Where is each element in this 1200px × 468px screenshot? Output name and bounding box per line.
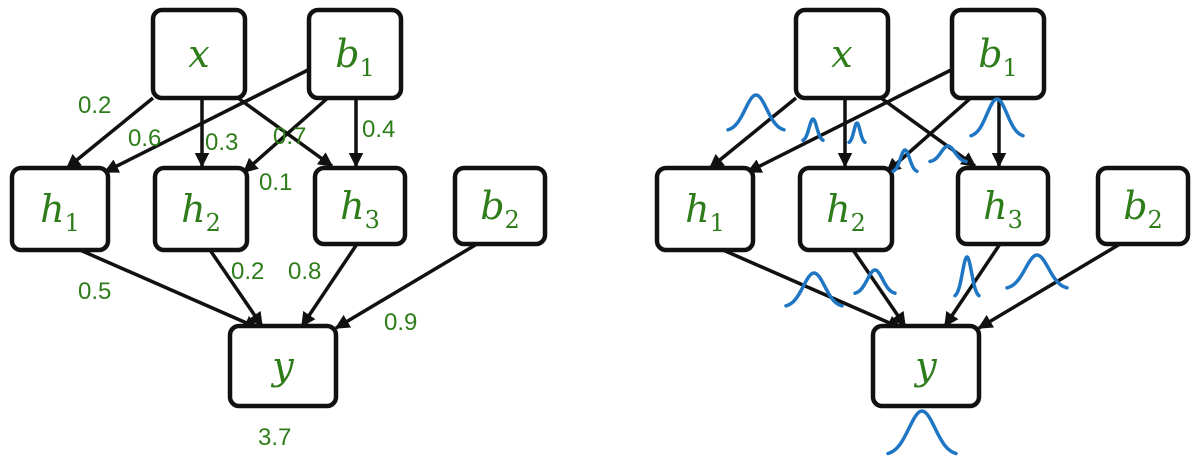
node-x-box bbox=[793, 7, 891, 101]
node-h2-label: h2 bbox=[826, 187, 866, 237]
left-nodes: x b1 h1 h2 h3 b2 y bbox=[9, 7, 548, 409]
left-edge-h1-y bbox=[79, 248, 260, 330]
left-edge-b1-h1 bbox=[103, 66, 313, 174]
node-b2-label: b2 bbox=[480, 184, 520, 234]
node-y-box bbox=[227, 323, 339, 409]
node-h3-label: h3 bbox=[983, 184, 1023, 234]
node-y-label: y bbox=[270, 344, 294, 388]
node-h1: h1 bbox=[654, 165, 756, 253]
distribution-weight-network: x b1 h1 h2 h3 b2 y bbox=[654, 7, 1191, 456]
node-x: x bbox=[793, 7, 891, 101]
node-b2-box bbox=[1095, 165, 1191, 247]
weight-label-b1-h1: 0.6 bbox=[128, 125, 161, 152]
left-edge-h3-y bbox=[300, 243, 359, 328]
node-y-label: y bbox=[913, 344, 937, 388]
node-h2-box bbox=[152, 165, 250, 253]
weight-label-h1-y: 0.5 bbox=[78, 278, 111, 305]
left-edge-x-h1 bbox=[65, 96, 155, 170]
weight-label-x-h3: 0.7 bbox=[273, 123, 306, 150]
node-h2-box bbox=[797, 165, 895, 253]
right-nodes: x b1 h1 h2 h3 b2 y bbox=[654, 7, 1191, 409]
node-h2: h2 bbox=[797, 165, 895, 253]
node-y: y bbox=[227, 323, 339, 409]
node-b2-label: b2 bbox=[1123, 184, 1163, 234]
node-b1-box bbox=[306, 7, 404, 101]
left-edge-b1-h2 bbox=[242, 94, 332, 174]
weight-distribution-icon-b1-h2 bbox=[891, 148, 919, 173]
node-h1-box bbox=[654, 165, 756, 253]
left-weight-labels: 0.2 0.3 0.7 0.6 0.1 0.4 0.5 0.2 0.8 0.9 3.7 bbox=[78, 92, 417, 451]
node-h3: h3 bbox=[955, 165, 1051, 247]
node-h1-label: h1 bbox=[685, 187, 725, 237]
node-y-box bbox=[870, 323, 982, 409]
weight-distribution-icon-x-h2 bbox=[847, 121, 867, 145]
weight-label-h2-y: 0.2 bbox=[231, 258, 264, 285]
weight-distribution-icon-b1-h1 bbox=[801, 117, 825, 142]
node-h2: h2 bbox=[152, 165, 250, 253]
node-h2-label: h2 bbox=[181, 187, 221, 237]
node-b1-label: b1 bbox=[335, 32, 375, 82]
right-edge-h1-y bbox=[722, 248, 903, 330]
left-edge-h2-y bbox=[208, 249, 264, 328]
node-h1-box bbox=[9, 165, 111, 253]
right-edge-b2-y bbox=[977, 242, 1121, 330]
weight-distribution-icon-b1-h3 bbox=[969, 97, 1025, 138]
right-edges bbox=[708, 66, 1121, 330]
node-h3-box bbox=[312, 165, 408, 247]
node-b2: b2 bbox=[452, 165, 548, 247]
weight-label-b1-h3: 0.4 bbox=[362, 116, 395, 143]
left-edge-b2-y bbox=[334, 242, 478, 330]
weight-distribution-icon-h1-y bbox=[784, 271, 844, 308]
weight-label-x-h1: 0.2 bbox=[78, 92, 111, 119]
weight-distribution-icon-x-h1 bbox=[726, 93, 786, 132]
point-weight-network: x b1 h1 h2 h3 b2 y 0.2 0.3 0.7 0.6 0.1 0.4 0.5 0.2 0.8… bbox=[9, 7, 548, 451]
node-x-box bbox=[150, 7, 248, 101]
weight-distribution-icon-h3-y bbox=[953, 254, 981, 298]
right-edge-x-h3 bbox=[879, 96, 977, 168]
output-distribution-icon bbox=[886, 409, 958, 456]
weight-distribution-icon-h2-y bbox=[853, 268, 897, 295]
node-h3-box bbox=[955, 165, 1051, 247]
node-h3-label: h3 bbox=[340, 184, 380, 234]
node-x-label: x bbox=[831, 32, 852, 76]
right-edge-b1-h1 bbox=[746, 66, 956, 174]
node-b2: b2 bbox=[1095, 165, 1191, 247]
weight-label-x-h2: 0.3 bbox=[205, 129, 238, 156]
node-b1: b1 bbox=[949, 7, 1047, 101]
weight-distribution-icon-b2-y bbox=[1005, 253, 1069, 290]
node-b1-label: b1 bbox=[978, 32, 1018, 82]
weight-label-b2-y: 0.9 bbox=[384, 309, 417, 336]
node-y: y bbox=[870, 323, 982, 409]
node-h1: h1 bbox=[9, 165, 111, 253]
left-edge-x-h3 bbox=[236, 96, 334, 168]
right-edge-h2-y bbox=[851, 249, 907, 328]
node-h1-label: h1 bbox=[40, 187, 80, 237]
node-x-label: x bbox=[188, 32, 209, 76]
right-edge-x-h1 bbox=[708, 96, 798, 170]
node-b2-box bbox=[452, 165, 548, 247]
output-value: 3.7 bbox=[258, 424, 291, 451]
node-b1: b1 bbox=[306, 7, 404, 101]
right-weight-distributions bbox=[726, 93, 1069, 456]
weight-label-b1-h2: 0.1 bbox=[259, 169, 292, 196]
weight-distribution-icon-x-h3 bbox=[928, 144, 968, 164]
node-x: x bbox=[150, 7, 248, 101]
node-h3: h3 bbox=[312, 165, 408, 247]
weight-label-h3-y: 0.8 bbox=[288, 258, 321, 285]
left-edges bbox=[65, 66, 478, 330]
